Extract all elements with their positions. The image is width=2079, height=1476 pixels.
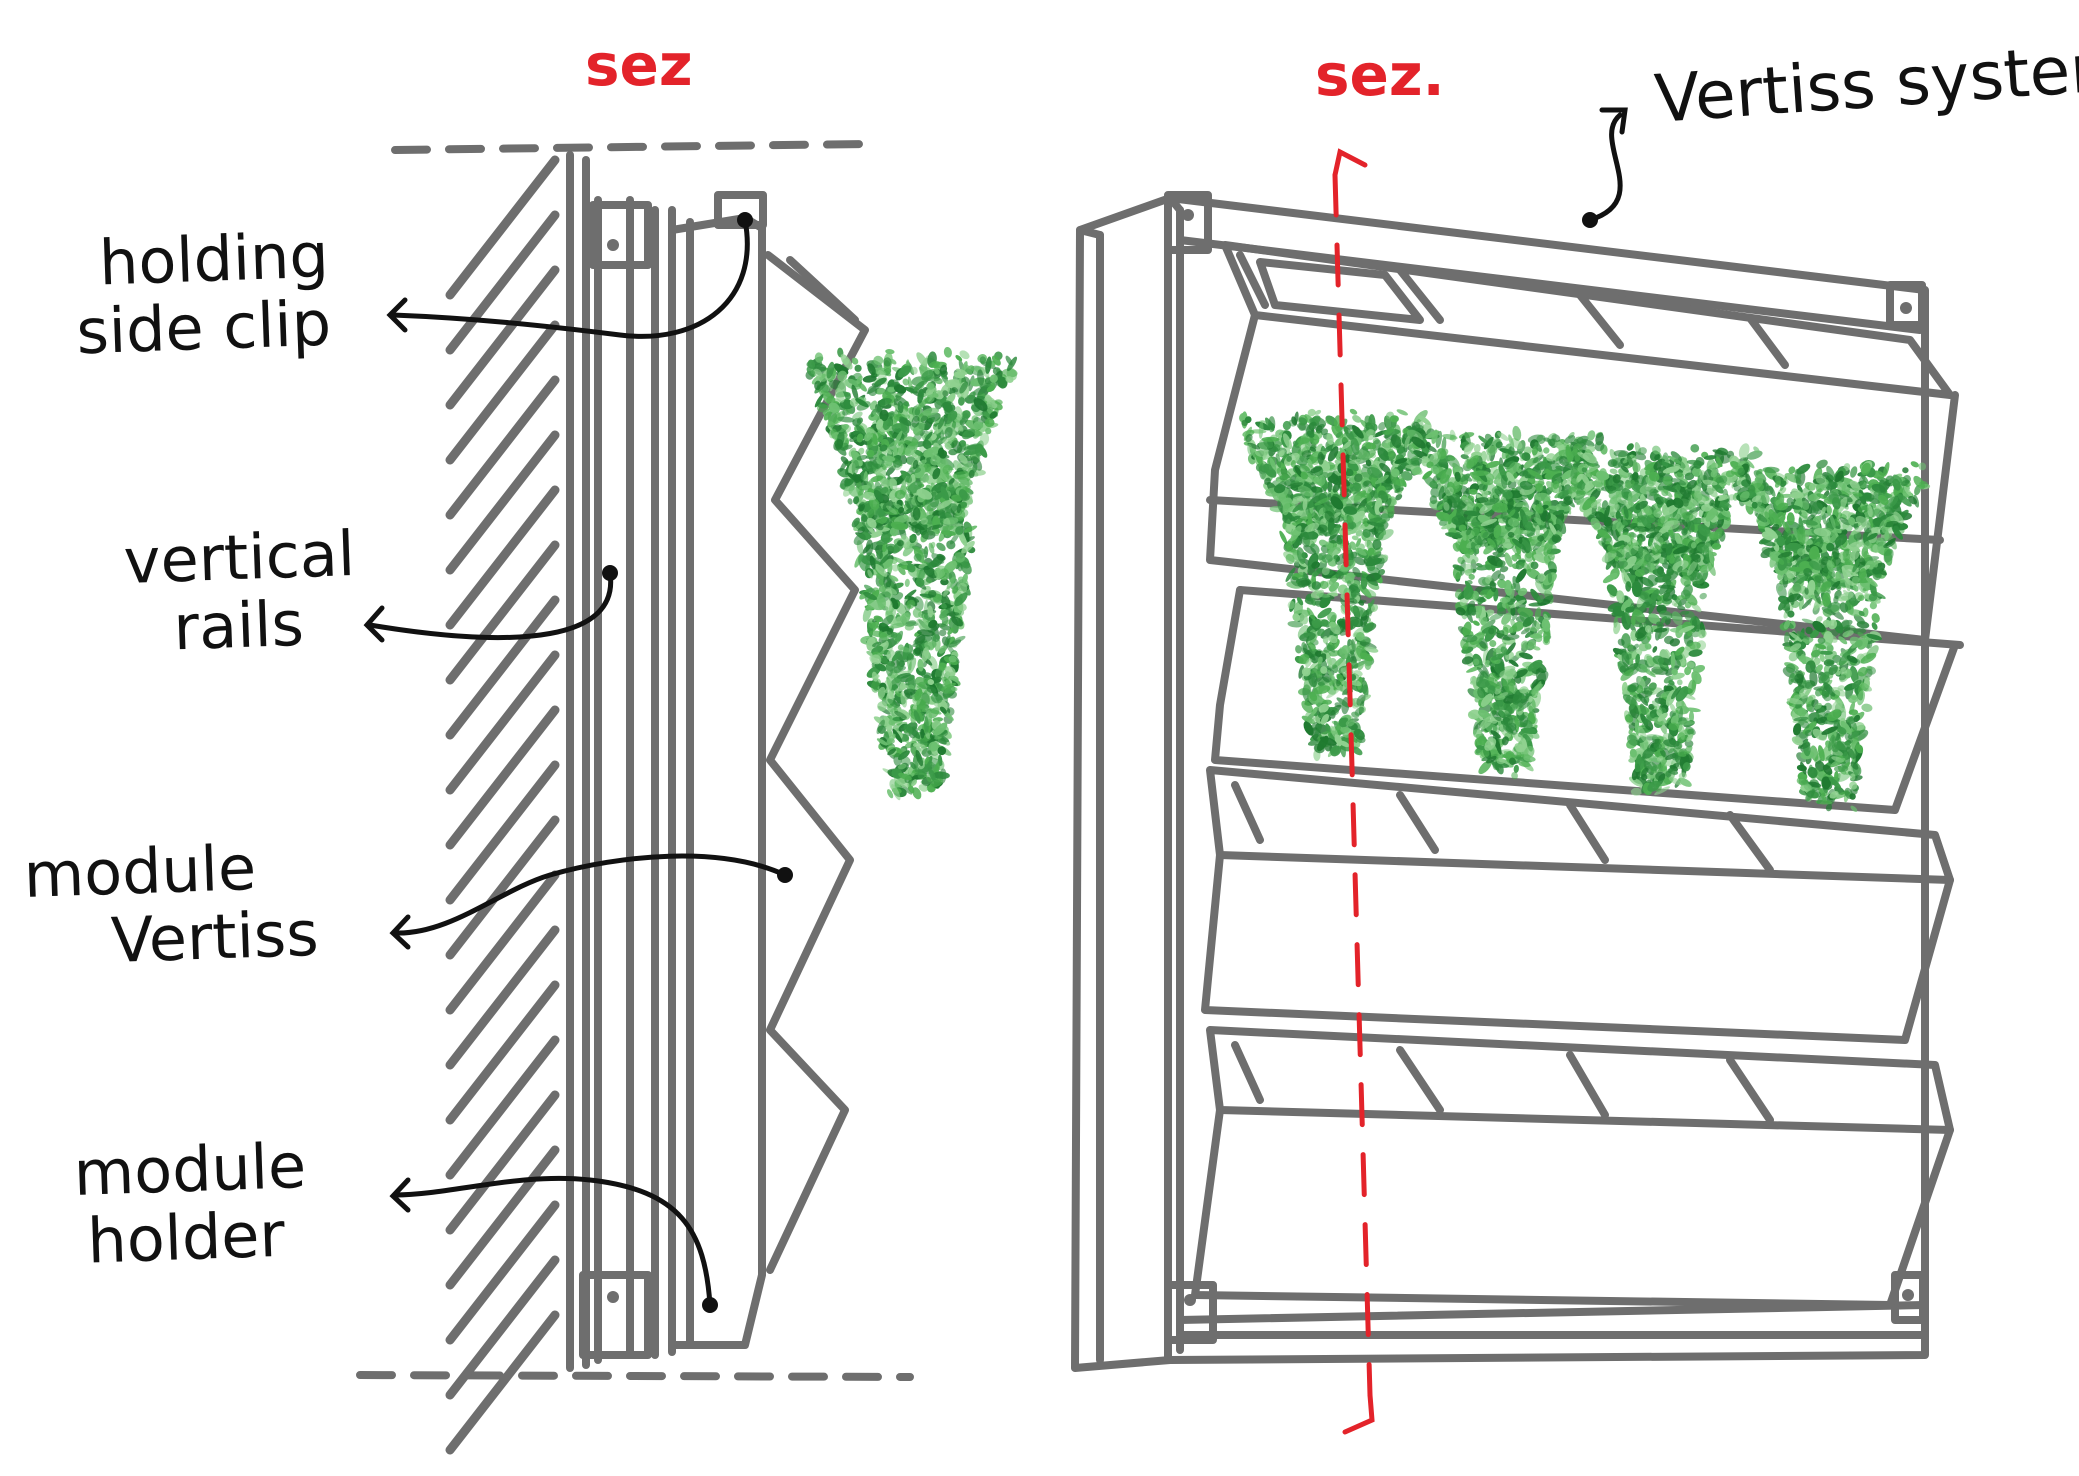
leaf (1699, 592, 1708, 601)
leaf (1268, 416, 1275, 432)
leaf (1631, 788, 1642, 796)
leader-holder (395, 1178, 710, 1305)
hatch-stroke (450, 985, 555, 1120)
bottom-cut-line (360, 1375, 910, 1377)
hatch-stroke (450, 270, 555, 405)
rail-bottom-bracket (583, 1275, 648, 1355)
hatch-stroke (450, 490, 555, 625)
leaf (915, 523, 921, 535)
hatch-stroke (450, 820, 555, 955)
leaf (913, 507, 921, 520)
hatch-stroke (450, 160, 555, 295)
leaf (943, 346, 953, 358)
leaf (1349, 408, 1358, 416)
leaf (1690, 444, 1700, 454)
vertical-rails (598, 200, 672, 1360)
hatch-stroke (450, 1040, 555, 1175)
hatch-stroke (450, 215, 555, 350)
leaf (935, 541, 948, 553)
leaf (1681, 512, 1693, 521)
hatch-stroke (450, 380, 555, 515)
hatch-stroke (450, 1150, 555, 1285)
leaf (853, 363, 863, 373)
wall-hatching (450, 160, 555, 1450)
hatch-stroke (450, 325, 555, 460)
hatch-stroke (450, 1205, 555, 1340)
hatch-stroke (450, 655, 555, 790)
hatch-stroke (450, 435, 555, 570)
leaf (1396, 408, 1409, 417)
leaf (904, 579, 910, 588)
top-cut-line (395, 144, 865, 150)
leaf (1671, 652, 1675, 669)
hatch-stroke (450, 1095, 555, 1230)
hatch-stroke (450, 710, 555, 845)
leaf (847, 498, 853, 505)
leaf (1609, 468, 1618, 475)
module-holder-profile (672, 218, 762, 1345)
hatch-stroke (450, 1315, 555, 1450)
leaf (1625, 442, 1635, 452)
leaf (927, 377, 941, 382)
leaf (1651, 645, 1658, 653)
module-row-3 (1205, 770, 1950, 1040)
leaf (1261, 437, 1279, 442)
hatch-stroke (450, 545, 555, 680)
left-leader-lines (367, 212, 793, 1313)
left-section-drawing (360, 144, 910, 1450)
leaf (1486, 452, 1491, 461)
module-row-4 (1195, 1030, 1950, 1305)
hatch-stroke (450, 930, 555, 1065)
leaf (1548, 572, 1552, 583)
hatch-stroke (450, 600, 555, 735)
